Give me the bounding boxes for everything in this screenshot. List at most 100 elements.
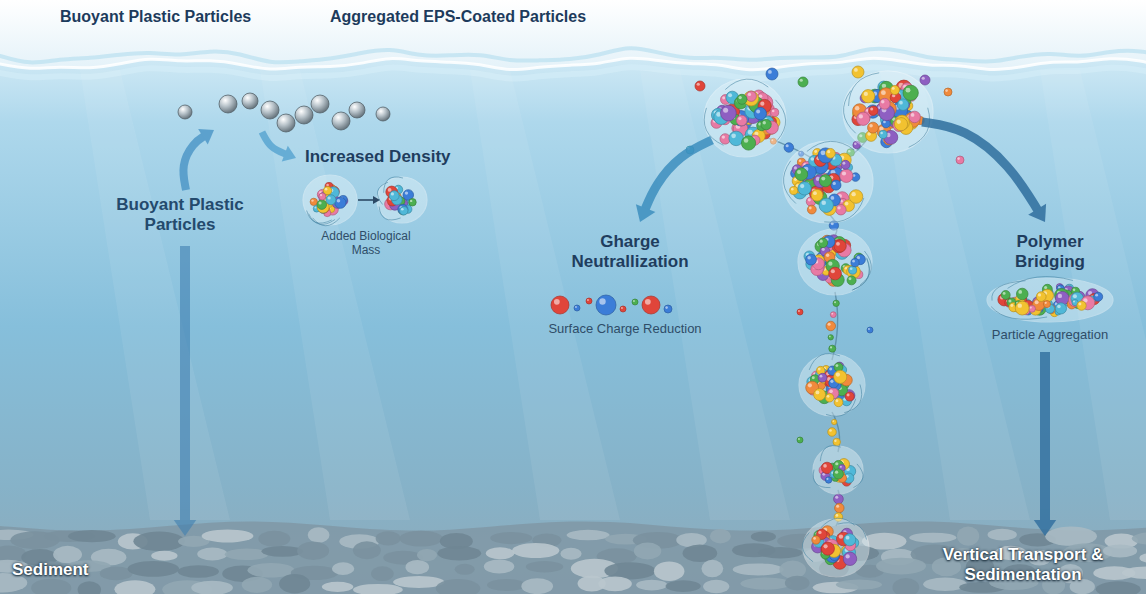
particle	[840, 169, 853, 182]
particle-highlight	[831, 313, 833, 315]
pebble	[512, 543, 559, 558]
pebble	[1103, 544, 1137, 557]
particle	[894, 118, 907, 131]
pebble	[191, 581, 233, 594]
particle-highlight	[1057, 305, 1061, 309]
particle	[879, 98, 890, 109]
particle-highlight	[843, 162, 846, 165]
particle-highlight	[728, 93, 732, 97]
particle	[832, 419, 837, 424]
eps-coating	[843, 71, 933, 153]
eps-coating	[377, 177, 427, 223]
particle	[389, 191, 399, 201]
particle-highlight	[837, 206, 840, 209]
particle	[398, 204, 408, 214]
particle-highlight	[820, 375, 823, 378]
particle-highlight	[621, 307, 623, 309]
particle	[845, 392, 854, 401]
particle-highlight	[337, 199, 341, 203]
pebble	[258, 531, 290, 547]
particle	[400, 207, 408, 215]
particle-highlight	[1058, 294, 1062, 298]
particle	[1016, 288, 1028, 300]
particle-highlight	[816, 391, 820, 395]
eps-coating	[813, 446, 863, 494]
process-label: Polymer Bridging	[990, 232, 1110, 271]
particle-highlight	[835, 364, 838, 367]
particle	[632, 299, 638, 305]
pebble	[893, 578, 920, 594]
pebble	[751, 532, 776, 542]
particle-highlight	[855, 106, 860, 111]
particle	[642, 296, 660, 314]
particle-highlight	[845, 554, 849, 558]
particle-highlight	[1045, 302, 1047, 304]
eps-strand	[844, 384, 861, 412]
pebble	[636, 580, 667, 591]
eps-strand	[820, 446, 840, 461]
particle-highlight	[405, 191, 408, 194]
particle-highlight	[1018, 303, 1022, 307]
pebble	[957, 526, 979, 545]
particle-highlight	[842, 171, 846, 175]
particle-highlight	[881, 100, 884, 103]
particle-highlight	[839, 534, 843, 538]
pebble	[634, 542, 661, 559]
pebble	[666, 580, 701, 592]
rise-arrow	[183, 129, 214, 190]
sedimentation-arrow	[1034, 352, 1056, 536]
plastic-sphere	[178, 105, 192, 119]
particle	[664, 305, 672, 313]
particle-highlight	[836, 505, 839, 508]
particle	[1028, 305, 1035, 312]
pebble	[261, 546, 303, 557]
eps-aggregate	[798, 229, 872, 295]
pebble	[1045, 527, 1097, 546]
pebble	[526, 561, 563, 572]
particle	[831, 180, 841, 190]
pebble	[308, 527, 330, 543]
particle	[771, 108, 779, 116]
particle-highlight	[852, 260, 855, 263]
water-body	[0, 58, 1146, 594]
particle-highlight	[814, 150, 817, 153]
particle	[737, 94, 747, 104]
particle	[819, 175, 831, 187]
arrows	[174, 122, 1056, 536]
particle-highlight	[645, 299, 651, 305]
pebble	[785, 576, 810, 591]
particle-highlight	[1003, 292, 1006, 295]
particle-highlight	[835, 471, 838, 474]
particle-highlight	[851, 192, 855, 196]
arrow-line	[922, 122, 1039, 212]
particle	[1077, 301, 1086, 310]
particle	[821, 542, 834, 555]
particle-highlight	[821, 177, 825, 181]
pebble	[202, 529, 254, 542]
particle-highlight	[587, 299, 589, 301]
particle	[398, 205, 408, 215]
particle-highlight	[880, 132, 883, 135]
particle	[409, 198, 417, 206]
particle	[746, 91, 756, 101]
process-label: Buoyant Plastic Particles	[105, 195, 255, 234]
particle	[754, 107, 766, 119]
particle-highlight	[800, 79, 803, 82]
particle	[879, 130, 887, 138]
surface-band	[0, 67, 1146, 79]
particle-highlight	[847, 393, 850, 396]
pebble	[701, 560, 723, 577]
pebble	[710, 529, 731, 544]
pebble	[151, 551, 177, 561]
particle-highlight	[836, 514, 839, 517]
particle-highlight	[665, 306, 668, 309]
particle	[596, 295, 616, 315]
eps-aggregate	[813, 446, 863, 494]
particle	[586, 298, 592, 304]
particle-highlight	[840, 466, 842, 468]
eps-aggregate	[704, 79, 786, 157]
particle-highlight	[957, 157, 960, 160]
particle-highlight	[756, 109, 760, 113]
particle-highlight	[1030, 306, 1032, 308]
